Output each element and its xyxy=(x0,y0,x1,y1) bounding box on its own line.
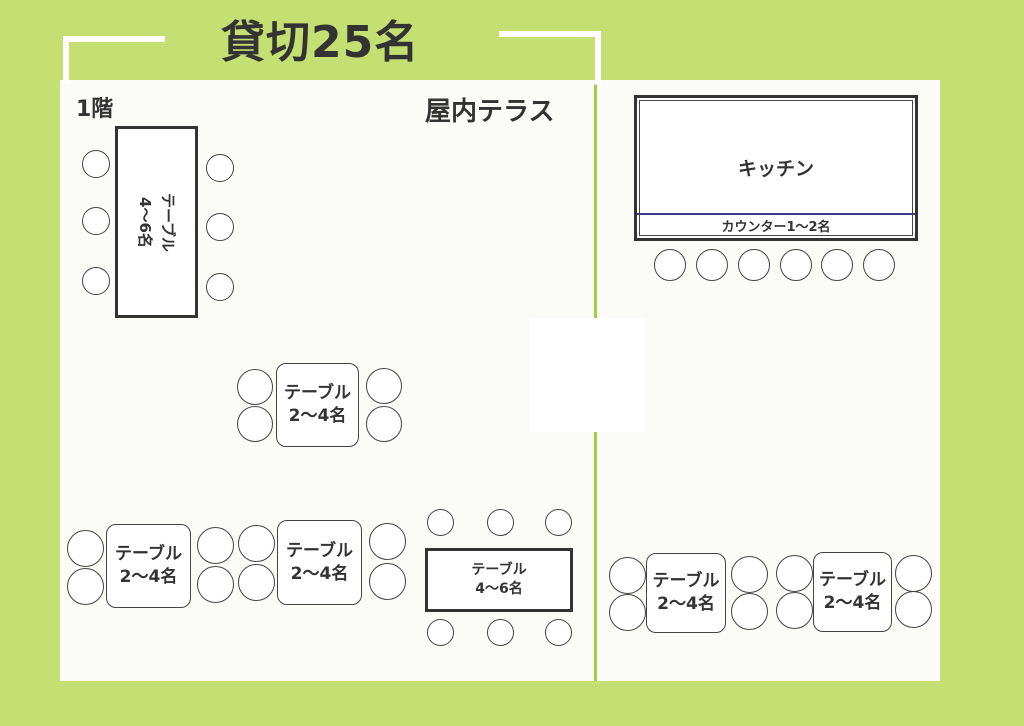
seat xyxy=(487,509,514,536)
table-label-line2: 4〜6名 xyxy=(475,581,523,597)
seat xyxy=(67,530,104,567)
table-label-line2: 2〜4名 xyxy=(823,593,882,613)
counter-seat xyxy=(738,249,770,281)
kitchen: キッチン カウンター1〜2名 xyxy=(634,95,918,241)
counter-label: カウンター1〜2名 xyxy=(721,220,831,235)
seat xyxy=(238,525,275,562)
counter-seat xyxy=(654,249,686,281)
seat xyxy=(609,557,646,594)
seat xyxy=(82,150,110,178)
seat xyxy=(427,619,454,646)
table-label-line1: テーブル xyxy=(286,540,353,561)
counter-seat xyxy=(780,249,812,281)
kitchen-label: キッチン xyxy=(737,158,814,180)
seat xyxy=(82,267,110,295)
seat xyxy=(237,369,273,405)
table-large-vertical: テーブル 4〜6名 xyxy=(115,126,198,318)
title-bracket-right xyxy=(499,31,601,85)
seat xyxy=(776,555,813,592)
seat xyxy=(731,556,768,593)
seat xyxy=(427,509,454,536)
area-label: 屋内テラス xyxy=(425,97,555,127)
table-label-line1: テーブル xyxy=(652,571,720,592)
floor-label: 1階 xyxy=(76,97,114,122)
seat xyxy=(545,619,572,646)
table-label-line2: 2〜4名 xyxy=(119,567,178,587)
seat xyxy=(895,591,932,628)
title-bracket-left xyxy=(63,36,165,84)
table-label-line1: テーブル xyxy=(819,570,886,591)
doorway-gap xyxy=(530,318,645,432)
seat xyxy=(731,593,768,630)
seat xyxy=(197,527,234,564)
seat xyxy=(609,594,646,631)
terrace-divider-bottom xyxy=(594,432,597,681)
seat xyxy=(206,213,234,241)
seat xyxy=(206,154,234,182)
terrace-divider-top xyxy=(594,84,597,318)
seat xyxy=(545,509,572,536)
table-label-line2: 2〜4名 xyxy=(290,563,349,584)
seat xyxy=(197,566,234,603)
seat xyxy=(67,568,104,605)
table-label-line1: テーブル xyxy=(471,562,527,579)
seat xyxy=(366,406,402,442)
seat xyxy=(369,523,406,560)
table-label-line1: テーブル xyxy=(158,192,177,252)
table-label-line2: 4〜6名 xyxy=(136,196,155,248)
table-label-line1: テーブル xyxy=(115,544,182,565)
table-bottom-center: テーブル 4〜6名 xyxy=(425,548,573,612)
table-label-line2: 2〜4名 xyxy=(657,594,715,614)
seat xyxy=(776,592,813,629)
seat xyxy=(895,555,932,592)
counter-seat xyxy=(696,249,728,281)
page-title: 貸切25名 xyxy=(221,17,420,68)
seat xyxy=(366,368,402,404)
seat xyxy=(487,619,514,646)
seat xyxy=(369,563,406,600)
table-label-line1: テーブル xyxy=(284,383,351,404)
counter-seat xyxy=(863,249,895,281)
table-label-line2: 2〜4名 xyxy=(288,406,347,426)
seat xyxy=(237,406,273,442)
counter-line xyxy=(637,213,915,215)
seat xyxy=(82,207,110,235)
seat xyxy=(206,273,234,301)
counter-seat xyxy=(821,249,853,281)
seat xyxy=(238,564,275,601)
